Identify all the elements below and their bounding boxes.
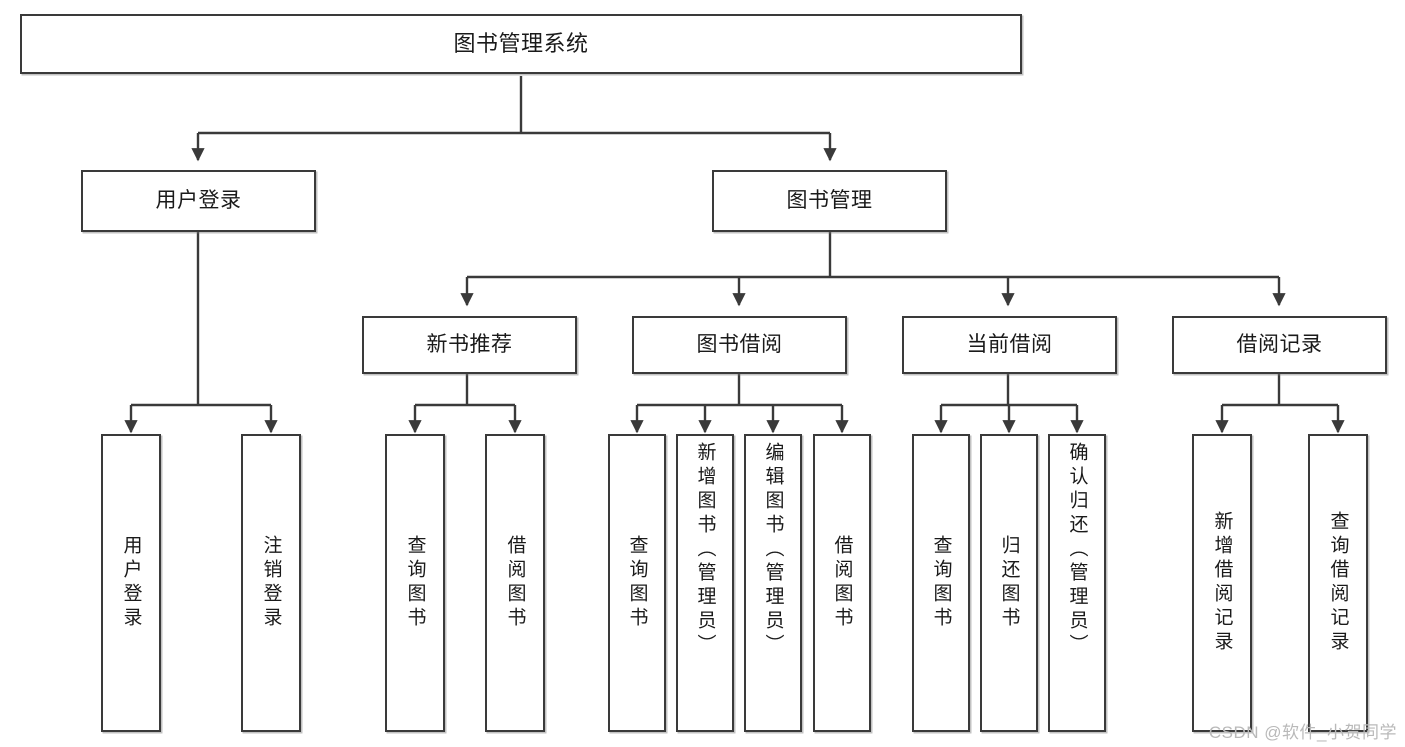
csdn-watermark: CSDN @软件_小贺同学: [1208, 723, 1397, 742]
node-label: 新增图书（管理员）: [694, 442, 716, 658]
node-label: 查询借阅记录: [1327, 511, 1349, 655]
node-label: 归还图书: [998, 535, 1020, 631]
node-label: 新增借阅记录: [1211, 511, 1233, 655]
node-leaf-current-return-book[interactable]: 归还图书: [980, 434, 1038, 732]
node-label: 新书推荐: [426, 332, 513, 356]
node-book-borrow[interactable]: 图书借阅: [632, 316, 847, 374]
node-root-book-management-system[interactable]: 图书管理系统: [20, 14, 1022, 74]
node-label: 借阅图书: [504, 535, 526, 631]
node-label: 用户登录: [120, 535, 142, 631]
node-label: 确认归还（管理员）: [1066, 442, 1088, 658]
node-leaf-recommend-borrow-book[interactable]: 借阅图书: [485, 434, 545, 732]
node-leaf-borrow-query-book[interactable]: 查询图书: [608, 434, 666, 732]
node-leaf-borrow-add-book-admin[interactable]: 新增图书（管理员）: [676, 434, 734, 732]
node-leaf-user-login[interactable]: 用户登录: [101, 434, 161, 732]
node-leaf-borrow-take-book[interactable]: 借阅图书: [813, 434, 871, 732]
node-leaf-user-logout[interactable]: 注销登录: [241, 434, 301, 732]
node-label: 查询图书: [930, 535, 952, 631]
node-label: 图书管理系统: [453, 31, 589, 57]
node-label: 借阅图书: [831, 535, 853, 631]
node-leaf-current-query-book[interactable]: 查询图书: [912, 434, 970, 732]
node-leaf-recommend-query-book[interactable]: 查询图书: [385, 434, 445, 732]
node-leaf-borrow-edit-book-admin[interactable]: 编辑图书（管理员）: [744, 434, 802, 732]
node-label: 注销登录: [260, 535, 282, 631]
node-current-borrow[interactable]: 当前借阅: [902, 316, 1117, 374]
node-label: 查询图书: [404, 535, 426, 631]
node-new-book-recommend[interactable]: 新书推荐: [362, 316, 577, 374]
node-label: 图书管理: [786, 188, 873, 212]
node-label: 图书借阅: [696, 332, 783, 356]
node-label: 当前借阅: [966, 332, 1053, 356]
node-label: 借阅记录: [1236, 332, 1323, 356]
node-label: 编辑图书（管理员）: [762, 442, 784, 658]
node-book-management[interactable]: 图书管理: [712, 170, 947, 232]
node-leaf-current-confirm-return-admin[interactable]: 确认归还（管理员）: [1048, 434, 1106, 732]
node-leaf-record-add[interactable]: 新增借阅记录: [1192, 434, 1252, 732]
node-borrow-record[interactable]: 借阅记录: [1172, 316, 1387, 374]
node-user-login[interactable]: 用户登录: [81, 170, 316, 232]
node-leaf-record-search[interactable]: 查询借阅记录: [1308, 434, 1368, 732]
node-label: 用户登录: [155, 188, 242, 212]
node-label: 查询图书: [626, 535, 648, 631]
